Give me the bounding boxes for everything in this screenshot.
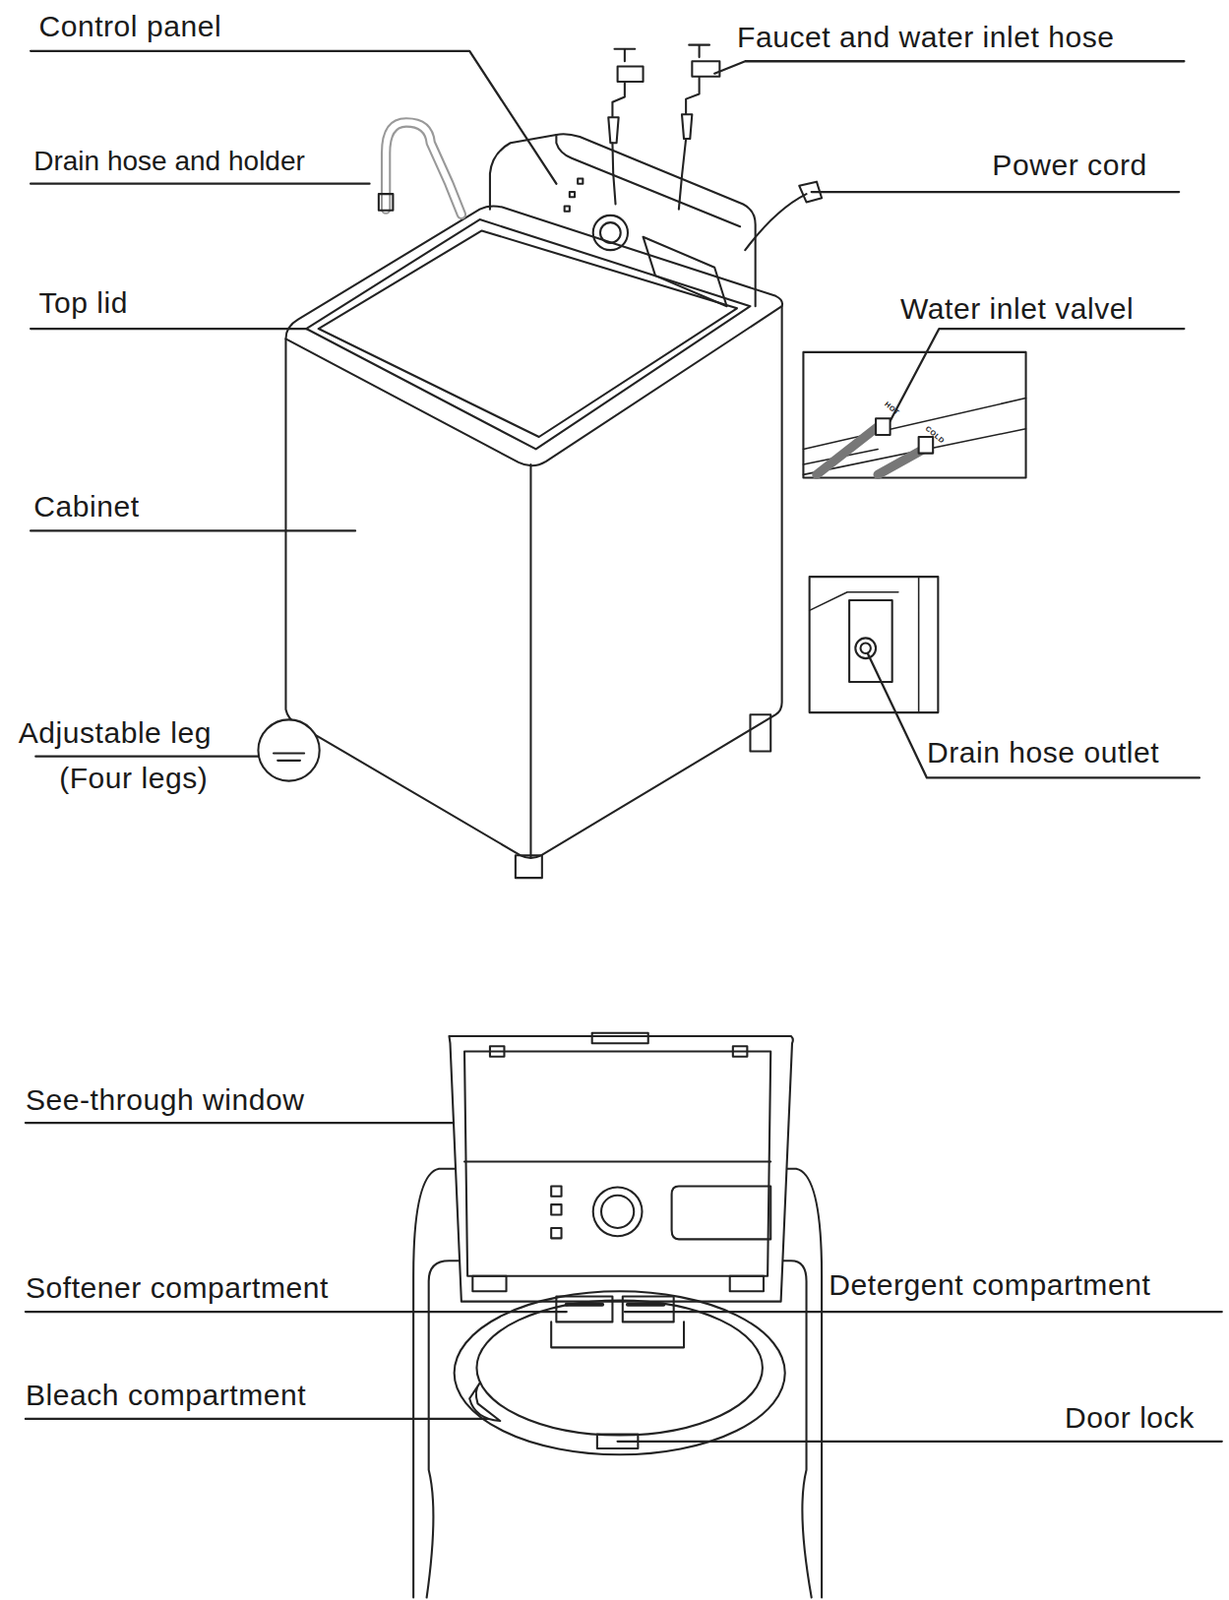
washer-body bbox=[257, 45, 822, 879]
part-label: Top lid bbox=[38, 289, 128, 319]
part-label: Softener compartment bbox=[25, 1273, 329, 1303]
part-label: Adjustable leg bbox=[18, 718, 212, 748]
part-label: HOT bbox=[883, 400, 902, 417]
part-label: Cabinet bbox=[33, 491, 139, 522]
drain-outlet-inset bbox=[809, 576, 939, 713]
part-label: See-through window bbox=[25, 1085, 306, 1115]
open-washer bbox=[413, 1033, 822, 1598]
part-label: Door lock bbox=[1064, 1403, 1195, 1433]
inlet-valve-inset bbox=[802, 352, 1026, 479]
part-label: Power cord bbox=[991, 151, 1147, 182]
part-label: Control panel bbox=[38, 11, 222, 42]
part-label: Faucet and water inlet hose bbox=[737, 22, 1115, 53]
part-label: (Four legs) bbox=[59, 763, 208, 794]
part-label: Bleach compartment bbox=[25, 1381, 307, 1412]
part-label: Drain hose outlet bbox=[926, 737, 1160, 768]
part-label: Drain hose and holder bbox=[33, 147, 306, 176]
part-label: Detergent compartment bbox=[828, 1271, 1151, 1301]
part-label: Water inlet valvel bbox=[900, 294, 1134, 324]
